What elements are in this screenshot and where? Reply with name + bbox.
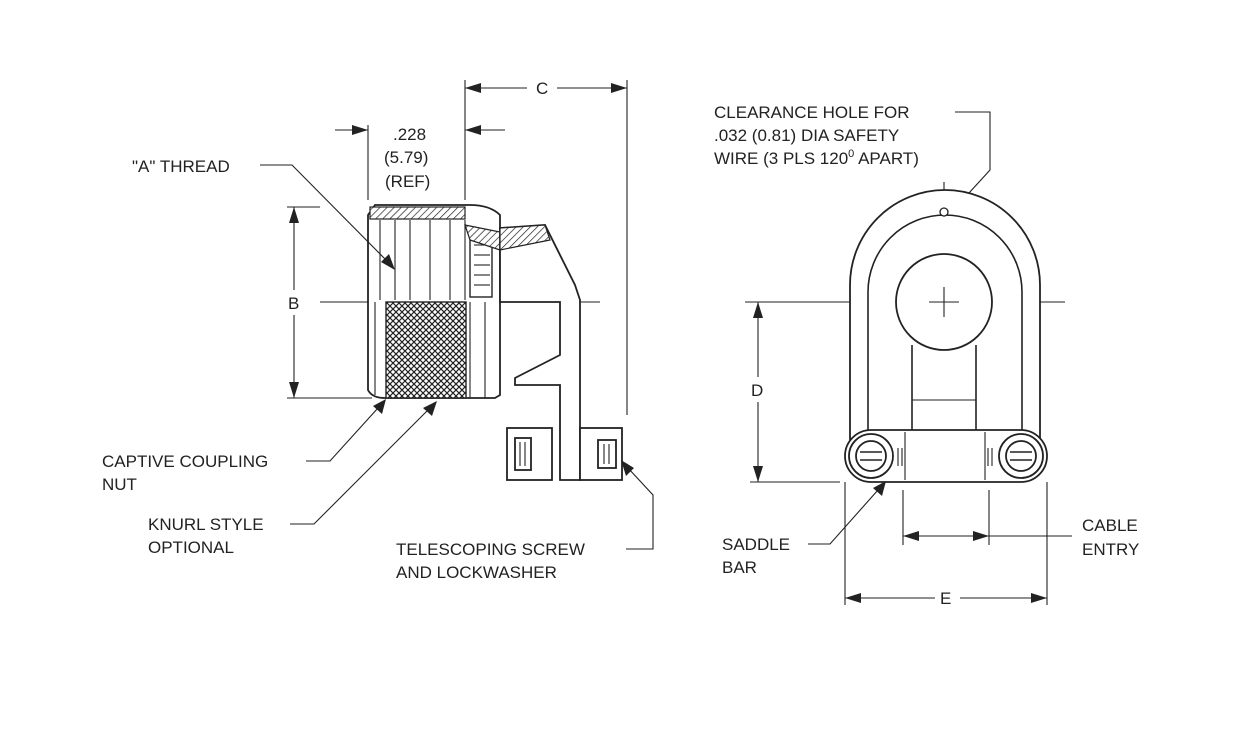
clearance-line2: .032 (0.81) DIA SAFETY — [714, 126, 899, 145]
cable-entry-dimension: CABLE ENTRY — [902, 490, 1139, 559]
dim-c-label: C — [536, 79, 548, 98]
telescoping-callout: TELESCOPING SCREW AND LOCKWASHER — [396, 460, 654, 582]
dim-e-label: E — [940, 589, 951, 608]
dimension-228: .228 (5.79) (REF) — [335, 125, 505, 200]
clearance-hole-callout: CLEARANCE HOLE FOR .032 (0.81) DIA SAFET… — [714, 103, 991, 213]
dimension-c: C — [464, 79, 628, 415]
a-thread-label: "A" THREAD — [132, 157, 230, 176]
clearance-line1: CLEARANCE HOLE FOR — [714, 103, 910, 122]
knurl-line1: KNURL STYLE — [148, 515, 264, 534]
dimension-b: B — [287, 206, 372, 399]
a-thread-callout: "A" THREAD — [132, 157, 395, 270]
dim-b-label: B — [288, 294, 299, 313]
coupling-nut — [367, 204, 501, 399]
saddle-line1: SADDLE — [722, 535, 790, 554]
end-view: CLEARANCE HOLE FOR .032 (0.81) DIA SAFET… — [714, 103, 1139, 608]
captive-coupling-callout: CAPTIVE COUPLING NUT — [102, 399, 386, 494]
dimension-e: E — [844, 482, 1048, 608]
clamp-screws-side — [506, 427, 623, 481]
cable-line1: CABLE — [1082, 516, 1138, 535]
saddle-bar-callout: SADDLE BAR — [722, 481, 886, 577]
cable-line2: ENTRY — [1082, 540, 1139, 559]
knurl-pattern — [385, 301, 467, 399]
saddle-bar — [844, 429, 1048, 483]
saddle-line2: BAR — [722, 558, 757, 577]
telescoping-line1: TELESCOPING SCREW — [396, 540, 585, 559]
clearance-line3: WIRE (3 PLS 1200 APART) — [714, 148, 919, 168]
telescoping-line2: AND LOCKWASHER — [396, 563, 557, 582]
side-view: C .228 (5.79) (REF) B — [102, 79, 654, 582]
clearance-line3-text: WIRE (3 PLS 120 — [714, 149, 848, 168]
dim-d-label: D — [751, 381, 763, 400]
dim-228-label: .228 — [393, 125, 426, 144]
knurl-callout: KNURL STYLE OPTIONAL — [148, 401, 437, 557]
clearance-line3-end: APART) — [854, 149, 919, 168]
knurl-line2: OPTIONAL — [148, 538, 234, 557]
captive-line1: CAPTIVE COUPLING — [102, 452, 268, 471]
safety-wire-hole — [939, 207, 949, 217]
backshell-elbow — [499, 224, 581, 481]
captive-line2: NUT — [102, 475, 137, 494]
clearance-superscript: 0 — [848, 148, 854, 160]
dim-579-label: (5.79) — [384, 148, 428, 167]
dimension-d: D — [750, 302, 840, 483]
dim-ref-label: (REF) — [385, 172, 430, 191]
